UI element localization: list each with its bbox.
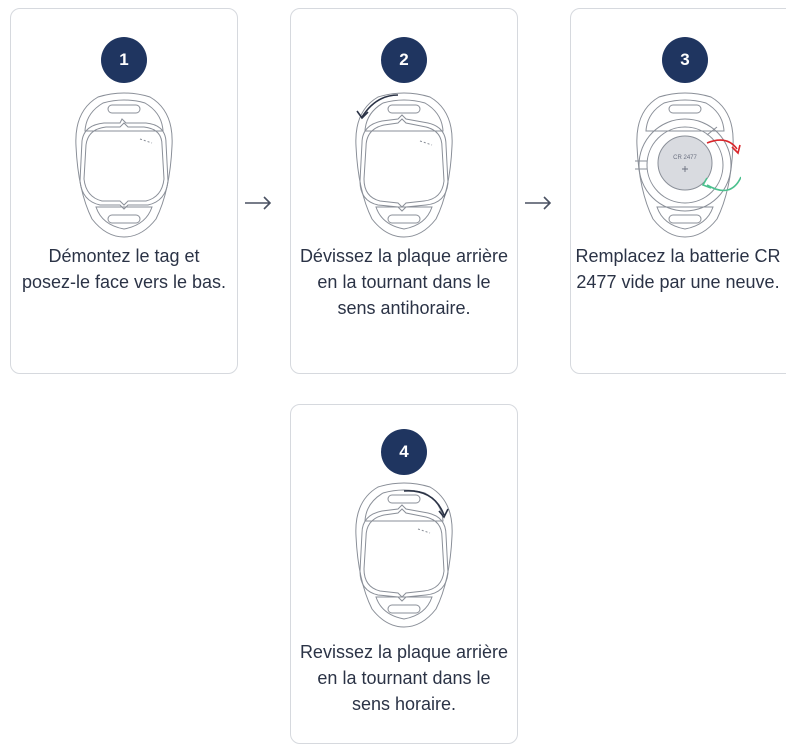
rotate-counterclockwise-icon: [701, 176, 741, 192]
step-card-3: 3 CR 2477 Remplacez la batterie CR 2477 …: [570, 8, 786, 374]
right-arrow-icon: [525, 196, 552, 210]
step-description: Dévissez la plaque arrière en la tournan…: [299, 246, 509, 318]
step-number-badge: 4: [381, 429, 427, 475]
rotate-counterclockwise-icon: [356, 94, 399, 120]
step-description: Démontez le tag et posez-le face vers le…: [21, 246, 227, 292]
step-card-4: 4 Revissez la plaque arrière en la tourn…: [290, 404, 518, 744]
rotate-clockwise-icon: [403, 490, 449, 519]
step-card-1: 1 Démontez le tag et posez-le face vers …: [10, 8, 238, 374]
step-number-badge: 1: [101, 37, 147, 83]
tag-back-icon: [355, 482, 453, 628]
rotate-clockwise-icon: [706, 139, 741, 155]
tag-back-icon: CR 2477: [635, 92, 741, 238]
tag-back-icon: [75, 92, 173, 238]
right-arrow-icon: [245, 196, 272, 210]
step-description: Revissez la plaque arrière en la tournan…: [299, 642, 509, 714]
step-number-badge: 3: [662, 37, 708, 83]
step-description: Remplacez la batterie CR 2477 vide par u…: [575, 246, 781, 292]
step-number-badge: 2: [381, 37, 427, 83]
tag-back-icon: [355, 92, 453, 238]
battery-label: CR 2477: [673, 155, 697, 161]
step-card-2: 2 Dévissez la plaque arrière en la tourn…: [290, 8, 518, 374]
battery-icon: [657, 135, 713, 191]
